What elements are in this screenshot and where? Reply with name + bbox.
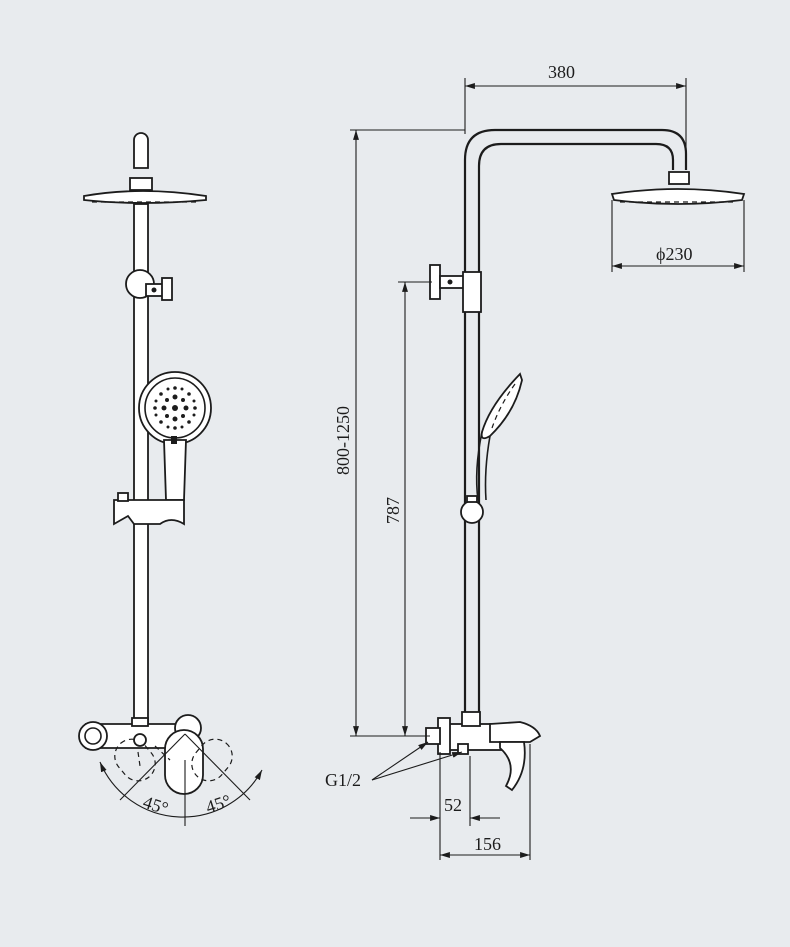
head-diameter-label: ϕ230: [656, 244, 692, 264]
side-spout: [489, 721, 542, 743]
angle-right-label: 45°: [203, 790, 233, 817]
front-rain-head-icon: [83, 190, 207, 204]
front-rotation-arc: [99, 761, 263, 818]
side-shower-arm-outer: [463, 128, 688, 715]
front-angle-leader-right: [184, 733, 251, 801]
side-slide-holder: [460, 500, 484, 524]
thread-leader-1: [371, 741, 429, 781]
side-view: [425, 128, 746, 792]
thread-leader-2: [371, 751, 463, 781]
bracket-height-label: 787: [383, 497, 403, 524]
front-bracket-screw-icon: [151, 287, 157, 293]
connection-thread-label: G1/2: [325, 770, 361, 790]
front-mixer-lever: [164, 729, 204, 795]
dimension-lines: 380 ϕ230 800-1250 787 G1/2 52 156: [325, 62, 745, 860]
front-mixer-left-inlet: [78, 721, 108, 751]
height-range-label: 800-1250: [333, 406, 353, 475]
side-head-connector: [668, 171, 690, 185]
side-bracket-clamp: [462, 271, 482, 313]
side-lever: [499, 741, 526, 792]
front-head-connector: [129, 177, 153, 191]
front-top-pipe: [133, 132, 149, 169]
side-hand-shower-handle: [475, 431, 491, 501]
front-hand-shower-handle: [163, 439, 187, 501]
front-angle-leader-left: [119, 733, 186, 801]
front-slide-holder: [113, 499, 185, 526]
side-rain-head-icon: [610, 188, 746, 205]
front-view: 45° 45°: [78, 132, 263, 826]
angle-left-label: 45°: [141, 792, 171, 819]
side-shower-arm-inner: [477, 142, 675, 715]
front-hand-shower-nozzles-icon: [153, 386, 197, 430]
arm-reach-label: 380: [548, 62, 575, 82]
front-bracket-clamp: [161, 277, 173, 301]
side-hand-shower-icon: [480, 372, 523, 440]
spout-depth-label: 52: [444, 795, 462, 815]
spout-length-label: 156: [474, 834, 501, 854]
